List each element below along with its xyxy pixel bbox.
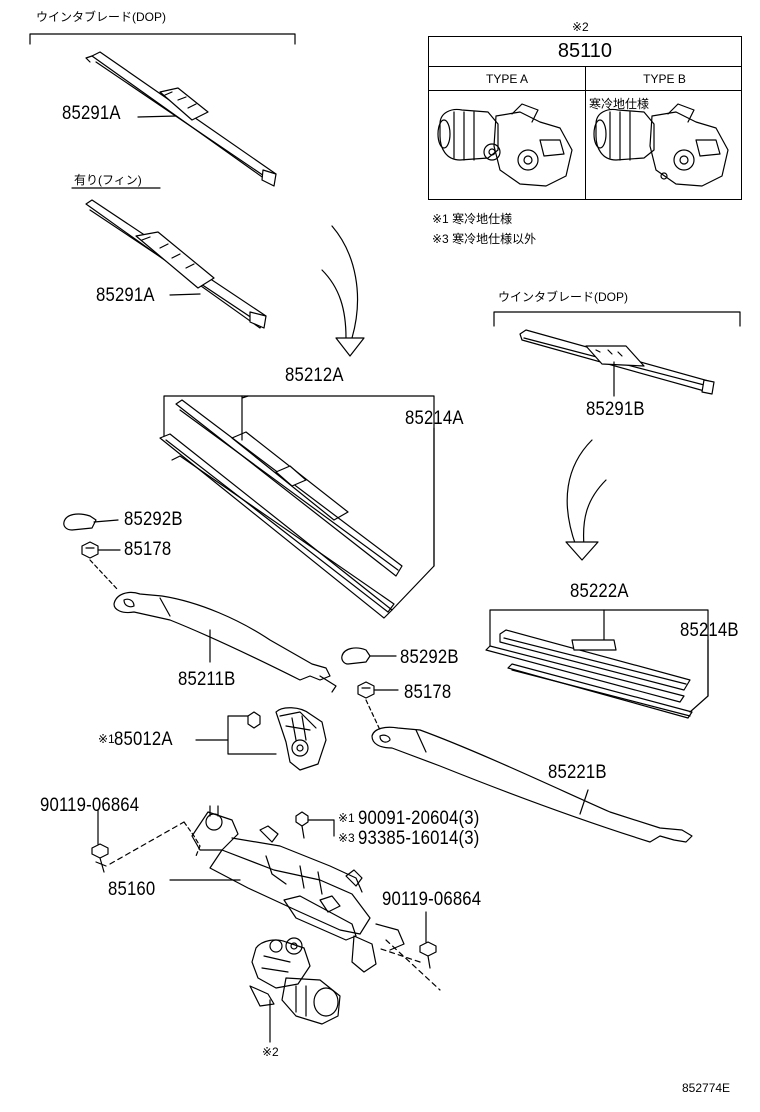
table-type-b-note: 寒冷地仕様: [589, 97, 650, 111]
table-type-a: TYPE A: [429, 67, 586, 90]
note-3: ※3 寒冷地仕様以外: [432, 232, 537, 246]
nut-85178-right: [357, 681, 399, 731]
blade-85212A: [159, 395, 435, 619]
label-winter-blade-top: ウインタブレード(DOP): [36, 10, 166, 24]
label-93385: 93385-16014(3): [358, 828, 480, 849]
label-85211B: 85211B: [178, 669, 236, 690]
label-85160: 85160: [108, 879, 156, 900]
label-85291B: 85291B: [586, 399, 645, 420]
arm-85211B: [113, 591, 337, 693]
motor-type-b-illustration: [593, 103, 729, 187]
arrow-down-left: [321, 225, 365, 357]
nut-85178-left: [81, 541, 121, 591]
label-fin: 有り(フィン): [74, 173, 142, 187]
table-part-number: 85110: [429, 37, 741, 67]
cap-85292B-right: [341, 647, 397, 665]
cap-85292B-left: [63, 513, 119, 531]
winter-blade-85291B: [519, 329, 715, 397]
label-85212A: 85212A: [285, 365, 344, 386]
label-85178-left: 85178: [124, 539, 172, 560]
bracket-winter-blade-top: [29, 33, 296, 45]
linkage-85160: [169, 805, 405, 973]
table-divider: [585, 91, 586, 199]
winter-blade-85291A-fin: [85, 199, 267, 329]
label-93385-mark: ※3: [338, 831, 355, 845]
pivot-85012A: [195, 707, 327, 771]
label-85012A-mark: ※1: [98, 732, 115, 746]
label-90091-mark: ※1: [338, 811, 355, 825]
label-85012A: 85012A: [114, 729, 173, 750]
label-85222A: 85222A: [570, 581, 629, 602]
label-winter-blade-right: ウインタブレード(DOP): [498, 290, 628, 304]
bolt-90119-right: [377, 911, 441, 991]
label-85221B: 85221B: [548, 762, 607, 783]
label-85292B-right: 85292B: [400, 647, 459, 668]
arm-85221B: [371, 726, 693, 843]
label-90119-left: 90119-06864: [40, 795, 140, 816]
motor-type-table: 85110 TYPE A TYPE B 寒冷地仕様: [428, 36, 742, 200]
note-1: ※1 寒冷地仕様: [432, 212, 513, 226]
label-motor-mark: ※2: [262, 1045, 279, 1059]
table-mark: ※2: [572, 20, 589, 34]
label-85291A-fin: 85291A: [96, 285, 155, 306]
bolt-90119-left: [91, 809, 185, 873]
label-90119-right: 90119-06864: [382, 889, 482, 910]
label-85214A: 85214A: [405, 408, 464, 429]
arrow-down-right: [565, 439, 607, 561]
label-85291A-top: 85291A: [62, 103, 121, 124]
table-type-b: TYPE B: [643, 71, 686, 86]
bolt-90091: [295, 811, 335, 839]
wiper-motor: [249, 937, 341, 1043]
diagram-id: 852774E: [682, 1081, 731, 1095]
label-90091: 90091-20604(3): [358, 808, 480, 829]
bracket-winter-blade-right: [493, 311, 741, 327]
blade-85222A: [485, 609, 709, 719]
label-85178-right: 85178: [404, 682, 452, 703]
winter-blade-85291A-top: [85, 51, 277, 187]
label-85292B-left: 85292B: [124, 509, 183, 530]
table-type-row: TYPE A TYPE B: [429, 67, 741, 91]
motor-type-a-illustration: [437, 103, 573, 187]
label-85214B: 85214B: [680, 620, 739, 641]
